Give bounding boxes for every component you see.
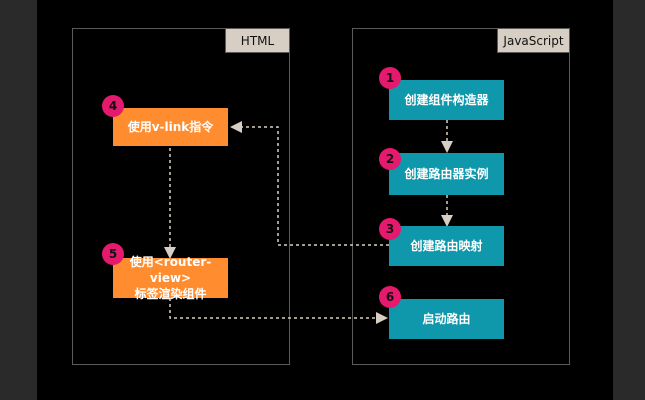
html-panel: HTML: [72, 28, 290, 365]
step-6-label: 启动路由: [422, 312, 471, 326]
step-6-box: 启动路由: [389, 299, 504, 339]
step-6-number: 6: [385, 290, 395, 304]
step-4-badge: 4: [102, 95, 124, 117]
step-3-box: 创建路由映射: [389, 226, 504, 266]
step-2-box: 创建路由器实例: [389, 153, 504, 195]
step-1-badge: 1: [379, 67, 401, 89]
step-4-number: 4: [108, 99, 118, 113]
html-panel-title: HTML: [225, 29, 289, 53]
step-5-label-line2: 标签渲染组件: [134, 287, 207, 301]
diagram-canvas: HTML JavaScript 使用v-link指令 4 使用<router-v…: [37, 0, 613, 400]
step-4-box: 使用v-link指令: [113, 108, 228, 146]
arrow-step5-to-step6: [169, 298, 388, 324]
javascript-panel: JavaScript: [352, 28, 570, 365]
connector-arrows: [164, 120, 453, 324]
step-6-badge: 6: [379, 286, 401, 308]
step-1-box: 创建组件构造器: [389, 80, 504, 120]
step-4-label: 使用v-link指令: [127, 120, 214, 134]
step-5-box: 使用<router-view> 标签渲染组件: [113, 255, 228, 301]
step-5-label-line1: 使用<router-view>: [129, 255, 212, 285]
arrow-step3-to-step4: [230, 121, 389, 246]
step-3-badge: 3: [379, 218, 401, 240]
step-2-label: 创建路由器实例: [404, 167, 489, 181]
step-1-number: 1: [385, 71, 395, 85]
javascript-panel-title: JavaScript: [497, 29, 569, 53]
step-5-badge: 5: [102, 243, 124, 265]
step-3-label: 创建路由映射: [410, 239, 483, 253]
step-3-number: 3: [385, 222, 395, 236]
step-2-number: 2: [385, 152, 395, 166]
step-1-label: 创建组件构造器: [404, 93, 489, 107]
step-5-number: 5: [108, 247, 118, 261]
step-2-badge: 2: [379, 148, 401, 170]
